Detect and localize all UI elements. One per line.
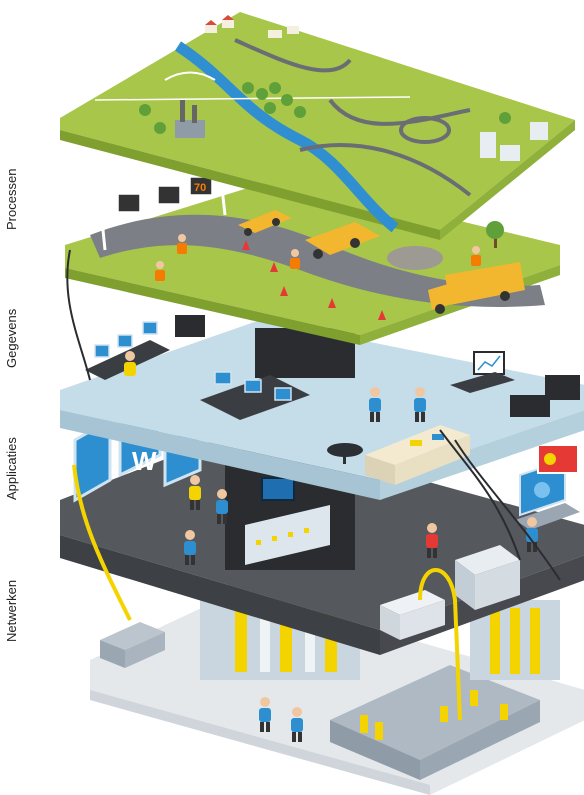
network-switch-left: [100, 622, 165, 668]
bridge: [164, 71, 216, 81]
person-figure: [124, 351, 136, 376]
network-cabling: [66, 249, 561, 721]
tree-icon: [327, 443, 363, 464]
pickup-truck: [238, 210, 292, 236]
technician-figure: [291, 707, 303, 742]
billboard-letter: W: [132, 446, 157, 476]
person-figure: [369, 387, 381, 422]
traffic-cone: [242, 240, 250, 250]
analytics-workstation: [450, 351, 580, 417]
forest: [139, 82, 511, 134]
person-figure: [189, 475, 201, 510]
layer-label-processen: Processen: [4, 168, 19, 230]
layer-label-gegevens: Gegevens: [4, 308, 19, 368]
dump-truck: [305, 222, 380, 259]
road-worker: [155, 261, 165, 281]
village: [205, 15, 299, 38]
technician-figure: [259, 697, 271, 732]
data-layer: [60, 315, 584, 500]
layer-label-netwerken: Netwerken: [4, 579, 19, 642]
server-rack-bank: [330, 665, 540, 780]
lorry: [428, 262, 525, 314]
process-landscape: [60, 12, 575, 240]
tree-icon: [486, 221, 504, 248]
factory: [175, 100, 205, 138]
server-unit: [455, 545, 520, 610]
control-console: [245, 505, 330, 565]
gantry-sign: 70: [98, 168, 227, 251]
traffic-cone: [328, 298, 336, 308]
road-worker: [177, 234, 187, 254]
person-figure: [216, 489, 228, 524]
person-figure: [414, 387, 426, 422]
speed-sign-70: 70: [194, 182, 206, 194]
layer-label-applicaties: Applicaties: [4, 437, 19, 500]
person-figure: [426, 523, 438, 558]
traffic-cone: [270, 262, 278, 272]
traffic-cone: [280, 286, 288, 296]
road-worker: [290, 249, 300, 269]
person-figure: [184, 530, 196, 565]
traffic-cone: [378, 310, 386, 320]
road-worker: [471, 246, 481, 266]
sand-pile: [387, 246, 443, 270]
desk-cluster: [200, 371, 310, 420]
city-blocks: [480, 122, 548, 161]
presentation-card: [537, 444, 579, 474]
printer: [380, 590, 445, 640]
